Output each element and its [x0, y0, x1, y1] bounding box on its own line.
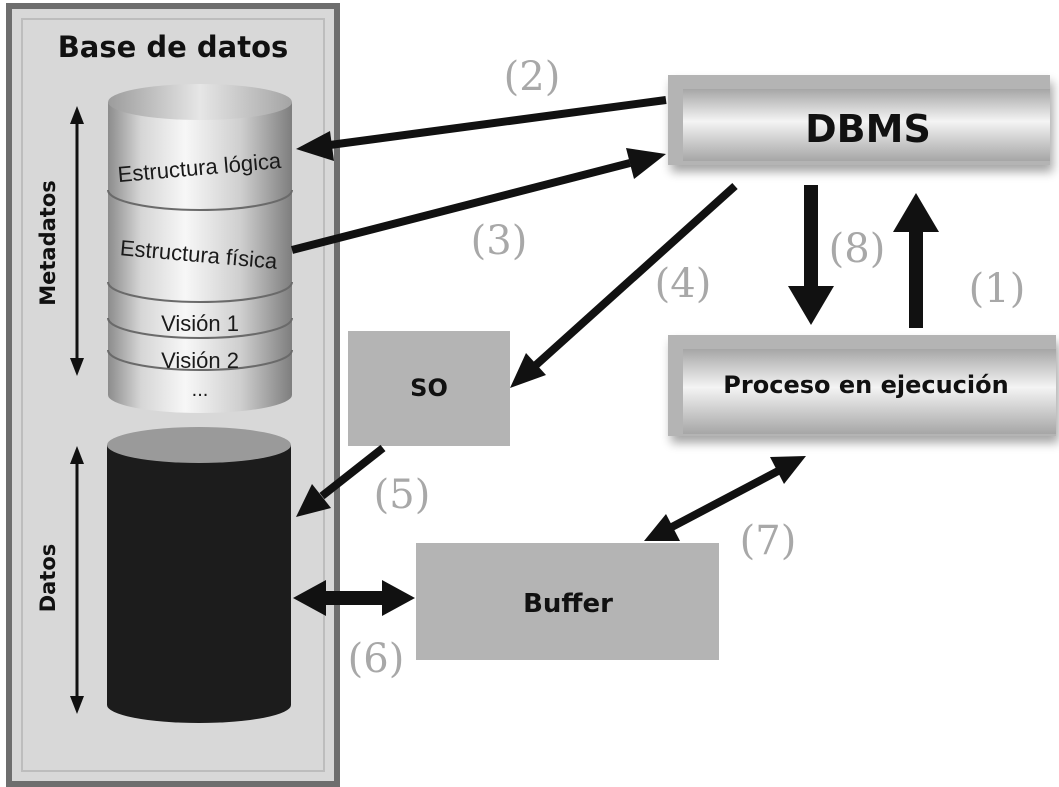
layer-ellipsis: ... [192, 379, 209, 401]
arrow-step-4 [510, 183, 738, 388]
arrow-step-6 [293, 580, 415, 616]
step-label-3: (3) [471, 218, 528, 264]
process-box [668, 335, 1056, 436]
dbms-box [668, 75, 1050, 165]
arrow-step-2 [296, 96, 667, 161]
database-panel-title: Base de datos [58, 30, 289, 64]
step-label-7: (7) [740, 518, 797, 564]
dbms-label: DBMS [805, 107, 931, 151]
arrow-step-7 [644, 456, 806, 541]
data-axis-label: Datos [36, 544, 60, 613]
buffer-label: Buffer [523, 589, 613, 619]
os-box [348, 331, 510, 446]
process-label: Proceso en ejecución [723, 371, 1008, 399]
arrow-step-5 [296, 444, 386, 517]
arrows [291, 96, 939, 616]
layer-divider [107, 281, 293, 303]
os-label: SO [410, 374, 448, 402]
step-label-5: (5) [374, 472, 431, 518]
arrow-step-1 [893, 193, 939, 328]
step-label-6: (6) [348, 636, 405, 682]
data-cylinder [107, 427, 291, 723]
buffer-box [416, 543, 719, 660]
layer-view-2: Visión 2 [161, 348, 239, 373]
data-axis-arrow [70, 446, 84, 714]
metadata-cylinder: Estructura lógica Estructura física Visi… [107, 84, 293, 413]
step-label-4: (4) [655, 261, 712, 307]
arrow-step-3 [291, 148, 666, 254]
database-panel-inner-border [21, 18, 325, 772]
arrow-step-8 [788, 185, 834, 325]
layer-divider [107, 317, 293, 339]
layer-divider [107, 189, 293, 211]
step-label-1: (1) [969, 266, 1026, 312]
layer-divider [107, 349, 293, 371]
metadata-axis-label: Metadatos [36, 180, 60, 306]
step-label-2: (2) [504, 54, 561, 100]
metadata-axis-arrow [70, 106, 84, 376]
step-label-8: (8) [829, 226, 886, 272]
layer-view-1: Visión 1 [161, 311, 239, 336]
